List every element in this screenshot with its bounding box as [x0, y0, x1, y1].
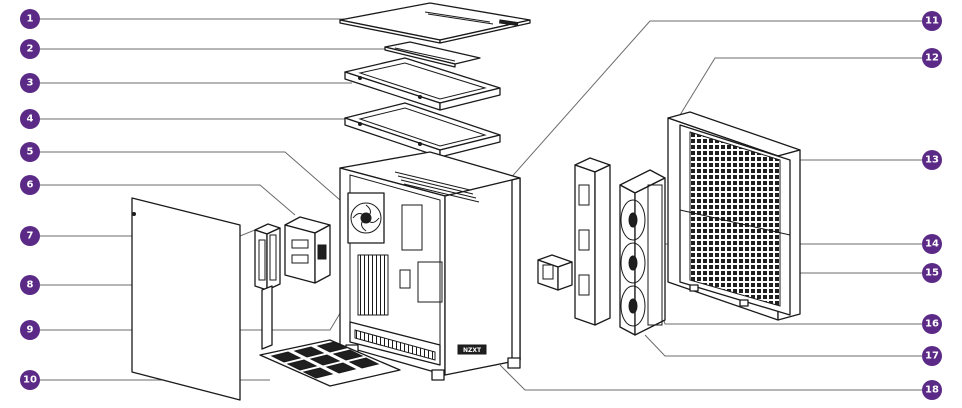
leader-5	[40, 151, 341, 201]
leader-17	[644, 334, 922, 357]
callout-3: 3	[20, 73, 40, 93]
callout-17: 17	[922, 346, 942, 366]
leader-18	[499, 364, 922, 391]
callout-4: 4	[20, 109, 40, 129]
callouts-left: 1 2 3 4 5 6 7 8 9 10	[20, 9, 40, 390]
top-gasket	[384, 41, 481, 68]
callout-badge-11	[922, 11, 942, 31]
callout-label-9: 9	[27, 325, 34, 336]
drive-cage	[284, 216, 331, 284]
callout-badge-16	[922, 314, 942, 334]
callout-badge-6	[20, 175, 40, 195]
vertical-gpu-bracket	[254, 223, 281, 291]
callout-16: 16	[922, 314, 942, 334]
callout-badge-18	[922, 380, 942, 400]
radiator-mount-bracket	[574, 157, 611, 326]
pci-slots	[357, 254, 389, 316]
fan-middle	[620, 242, 646, 284]
callout-label-12: 12	[925, 53, 939, 64]
callout-12: 12	[922, 48, 942, 68]
filter-grid	[270, 341, 380, 379]
radiator-fans	[619, 169, 666, 336]
callout-18: 18	[922, 380, 942, 400]
callout-label-18: 18	[925, 385, 939, 396]
fan-bottom	[620, 285, 646, 327]
callout-14: 14	[922, 234, 942, 254]
top-panel	[339, 2, 531, 44]
callout-15: 15	[922, 263, 942, 283]
callout-badge-1	[20, 9, 40, 29]
callout-badge-15	[922, 263, 942, 283]
callout-badge-14	[922, 234, 942, 254]
filter-clips	[689, 284, 749, 307]
chassis: NZXT	[339, 151, 521, 381]
leader-12	[679, 57, 922, 116]
callout-badge-3	[20, 73, 40, 93]
riser-cable	[261, 285, 273, 350]
callout-label-10: 10	[23, 375, 37, 386]
side-glass-panel	[131, 197, 241, 401]
leader-6	[40, 184, 296, 216]
callout-badge-13	[922, 150, 942, 170]
callout-5: 5	[20, 142, 40, 162]
callout-label-17: 17	[925, 351, 939, 362]
chassis-top-vents	[394, 171, 480, 203]
callout-badge-9	[20, 320, 40, 340]
callout-label-7: 7	[27, 231, 34, 242]
callout-badge-17	[922, 346, 942, 366]
callout-label-1: 1	[27, 14, 34, 25]
rear-fan	[347, 192, 385, 244]
callout-1: 1	[20, 9, 40, 29]
callout-badge-8	[20, 275, 40, 295]
callout-label-4: 4	[27, 114, 34, 125]
callout-label-15: 15	[925, 268, 939, 279]
callout-badge-12	[922, 48, 942, 68]
callout-badge-5	[20, 142, 40, 162]
callout-label-16: 16	[925, 319, 939, 330]
callout-badge-4	[20, 109, 40, 129]
brand-logo-text: NZXT	[463, 347, 482, 354]
callout-label-6: 6	[27, 180, 34, 191]
callout-label-2: 2	[27, 44, 34, 55]
callout-6: 6	[20, 175, 40, 195]
callout-badge-2	[20, 39, 40, 59]
callout-2: 2	[20, 39, 40, 59]
front-mesh-panel	[679, 124, 791, 316]
callout-badge-10	[20, 370, 40, 390]
callout-label-3: 3	[27, 78, 34, 89]
callout-label-14: 14	[925, 239, 939, 250]
callout-11: 11	[922, 11, 942, 31]
cpu-pump-block	[537, 254, 573, 291]
callouts-right: 11 12 13 14 15 16 17 18	[922, 11, 942, 400]
bottom-dust-filter	[259, 339, 401, 387]
callout-label-13: 13	[925, 155, 939, 166]
callout-8: 8	[20, 275, 40, 295]
fan-top	[620, 199, 646, 241]
top-bracket-lower	[344, 102, 501, 158]
callout-10: 10	[20, 370, 40, 390]
callout-badge-7	[20, 226, 40, 246]
bottom-vent	[354, 329, 436, 361]
callout-label-11: 11	[925, 16, 939, 27]
callout-label-5: 5	[27, 147, 34, 158]
callout-7: 7	[20, 226, 40, 246]
brand-logo: NZXT	[457, 344, 487, 355]
callout-13: 13	[922, 150, 942, 170]
callout-label-8: 8	[27, 280, 34, 291]
leader-11	[499, 20, 922, 191]
callout-9: 9	[20, 320, 40, 340]
top-bracket-upper	[344, 57, 501, 111]
